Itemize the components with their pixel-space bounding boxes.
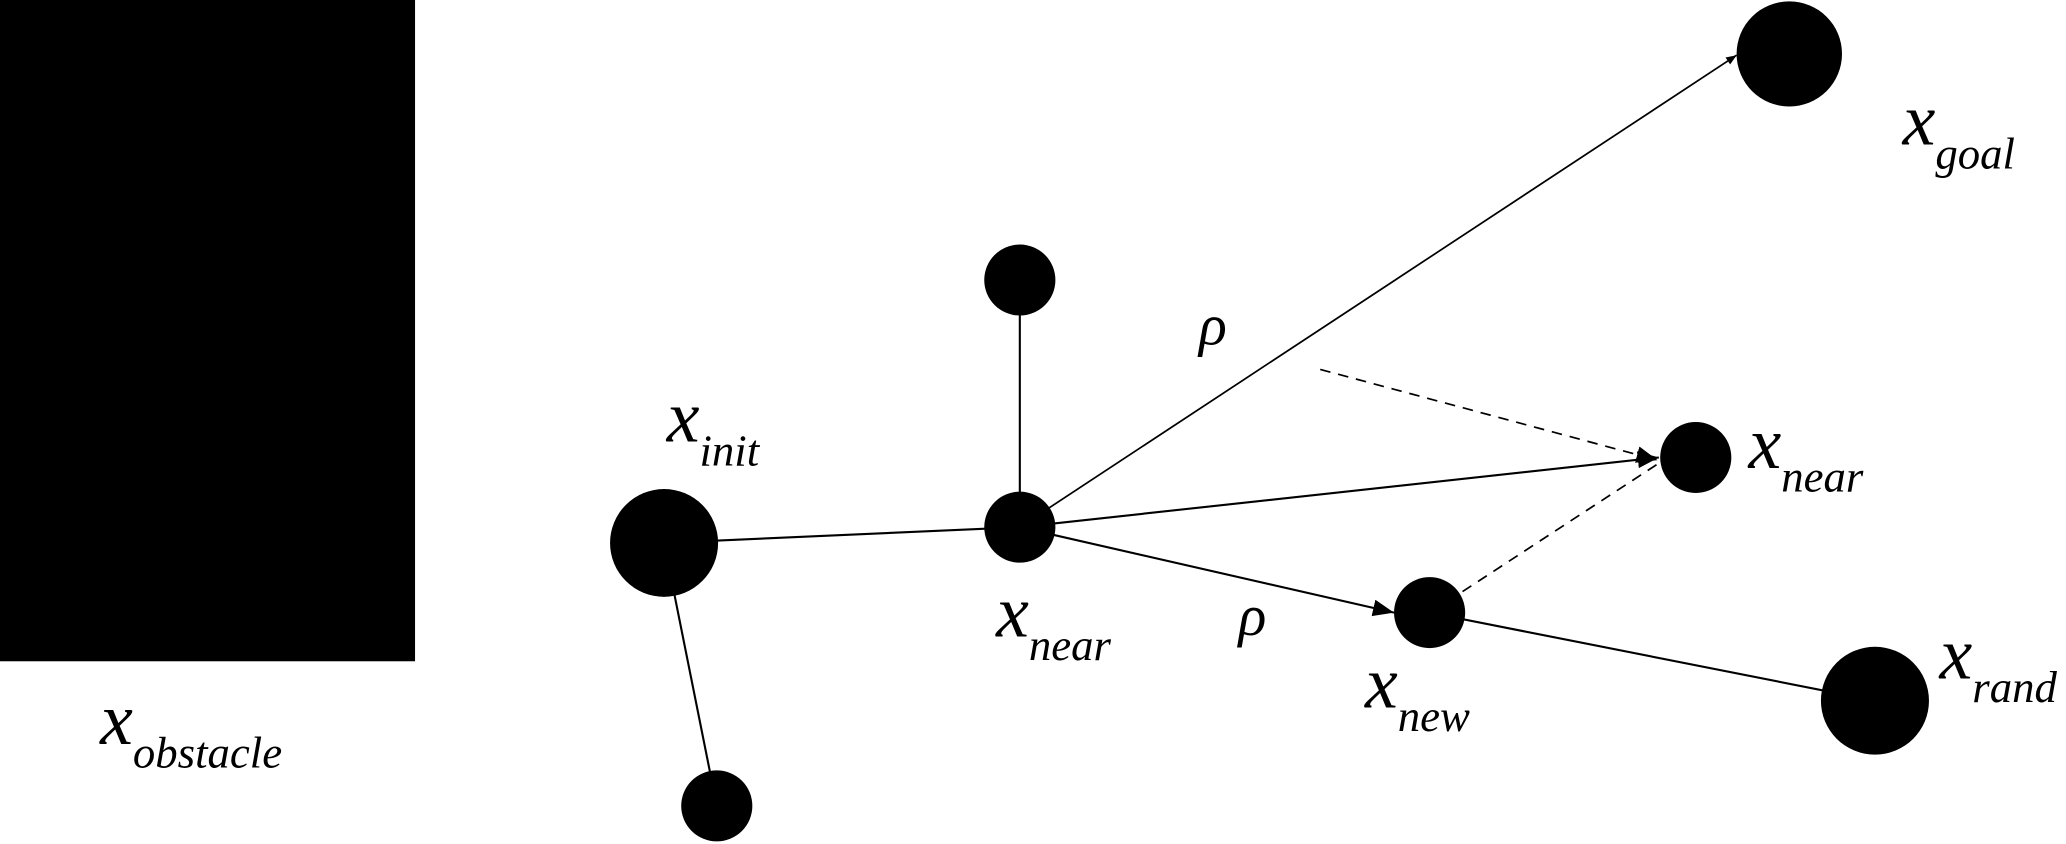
label-goal: xgoal <box>1902 79 2015 179</box>
arrow-near-goal <box>1019 54 1738 528</box>
label-near-right: xnear <box>1747 402 1863 502</box>
label-rho-lower: ρ <box>1237 583 1267 648</box>
label-obstacle: xobstacle <box>99 678 282 778</box>
obstacle-block <box>0 0 416 662</box>
dashed-arrow-lower <box>1462 463 1659 593</box>
arrow-near-new <box>1019 526 1395 617</box>
label-rho-upper: ρ <box>1197 292 1227 357</box>
node-new <box>1394 577 1466 649</box>
node-top <box>984 244 1056 316</box>
label-rand: xrand <box>1939 612 2058 712</box>
label-init: xinit <box>666 376 761 476</box>
label-new: xnew <box>1364 641 1470 741</box>
node-near-right <box>1660 422 1732 493</box>
node-near-center <box>984 491 1056 563</box>
arrow-near-nearright <box>1019 451 1659 529</box>
dashed-arrow-upper <box>1320 368 1658 463</box>
node-init <box>610 489 719 597</box>
label-near-center: xnear <box>995 570 1111 670</box>
node-goal <box>1736 1 1843 107</box>
edge-init-near <box>664 526 1020 544</box>
node-rand <box>1820 646 1929 755</box>
node-bottom <box>681 770 753 842</box>
edge-new-rand <box>1429 611 1876 702</box>
